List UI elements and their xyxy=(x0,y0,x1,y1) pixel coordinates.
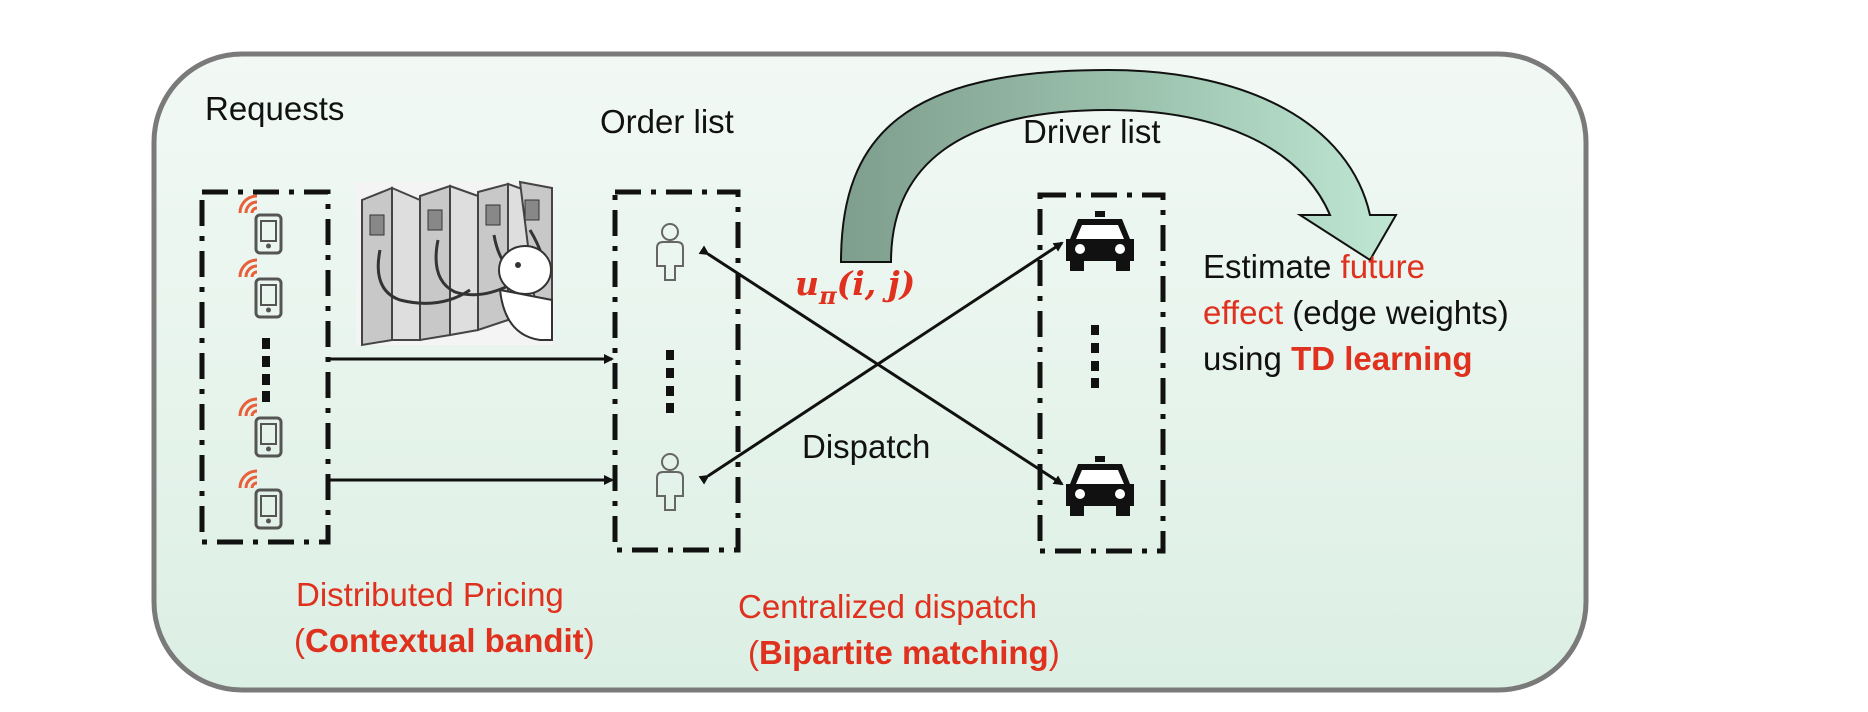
distributed-pricing-caption: Distributed Pricing xyxy=(296,576,564,613)
contextual-bandit-caption: (Contextual bandit) xyxy=(294,622,595,659)
vertical-ellipsis-icon xyxy=(262,338,270,402)
requests-box xyxy=(199,189,331,545)
estimate-future-effect-text: using TD learning xyxy=(1203,340,1473,377)
order-list-box xyxy=(612,189,741,553)
driver-list-label: Driver list xyxy=(1023,113,1161,150)
estimate-future-effect-text: effect (edge weights) xyxy=(1203,294,1509,331)
requests-label: Requests xyxy=(205,90,344,127)
vertical-ellipsis-icon xyxy=(666,350,674,413)
future-effect-arc-arrow xyxy=(839,68,1398,263)
order-list-label: Order list xyxy=(600,103,734,140)
utility-function-label: uπ(i, j) xyxy=(795,264,915,310)
dispatch-edge-arrow xyxy=(698,241,1064,485)
dispatch-label: Dispatch xyxy=(802,428,930,465)
bandit-machines-illustration xyxy=(356,180,554,347)
estimate-future-effect-text: Estimate future xyxy=(1203,248,1425,285)
bipartite-matching-caption: (Bipartite matching) xyxy=(748,634,1060,671)
centralized-dispatch-caption: Centralized dispatch xyxy=(738,588,1037,625)
vertical-ellipsis-icon xyxy=(1091,325,1099,388)
